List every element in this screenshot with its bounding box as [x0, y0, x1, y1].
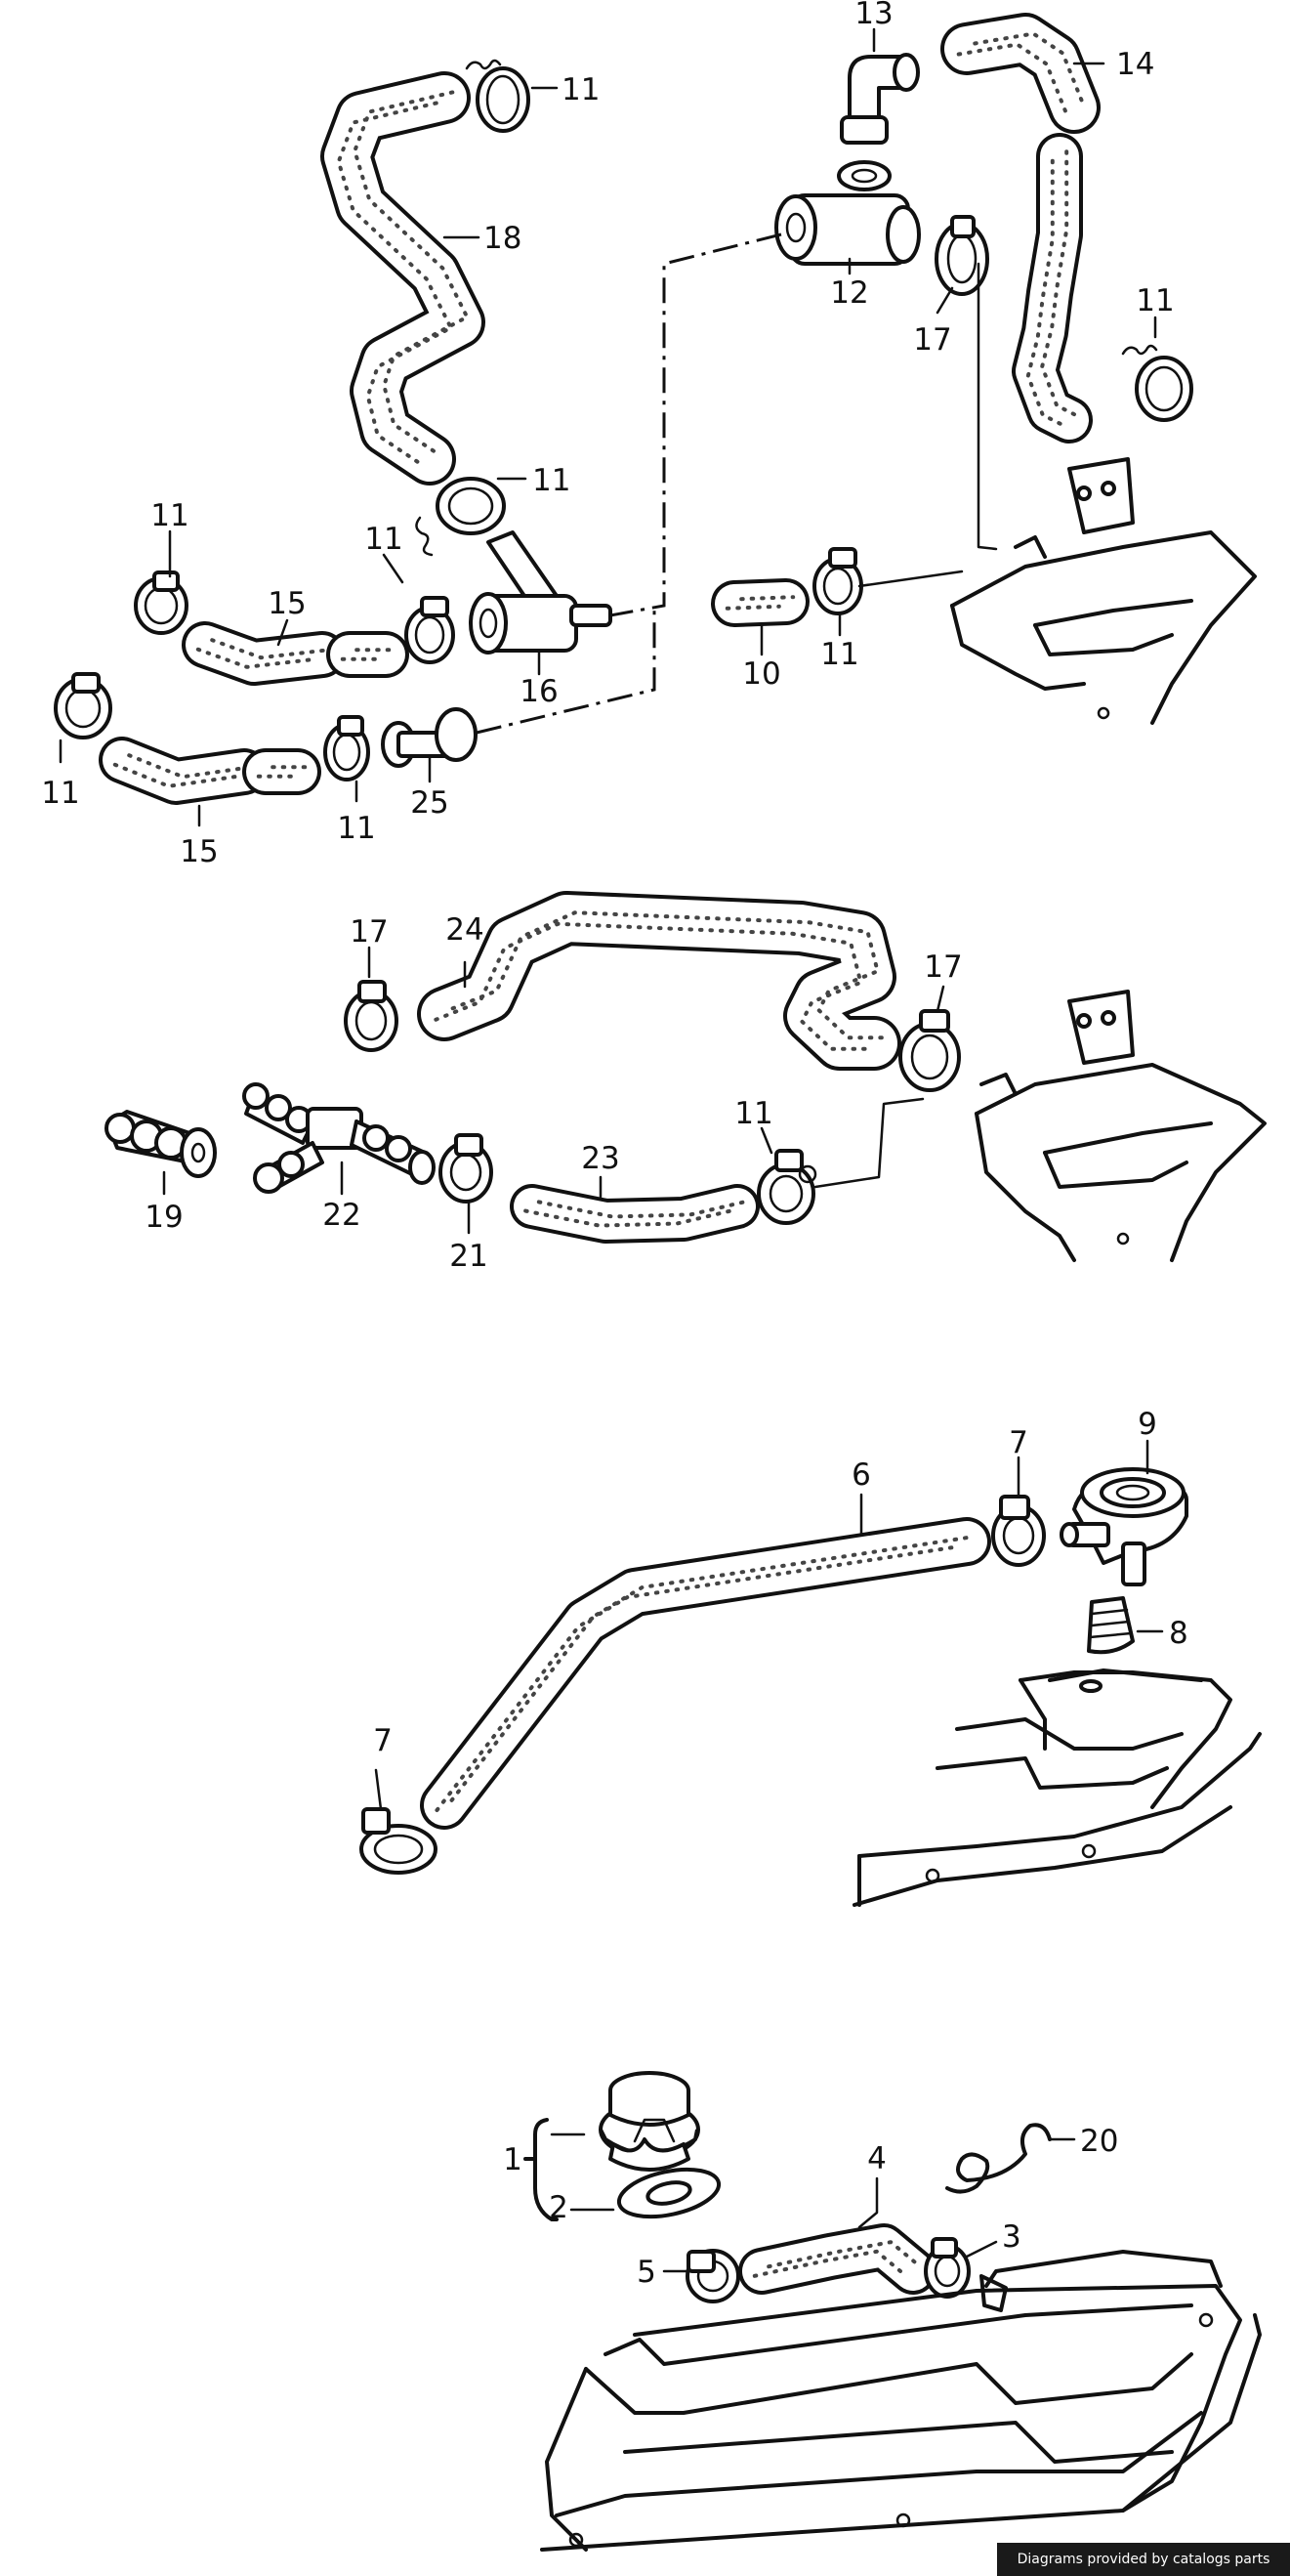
ref-line-25	[476, 606, 656, 735]
grommet-8	[1087, 1596, 1135, 1655]
callout-15: 15	[268, 586, 306, 621]
spring-clip-20	[945, 2123, 1052, 2194]
clamp-11-near-10	[812, 547, 863, 615]
section-1-hoses	[54, 13, 1257, 805]
hose-23	[510, 1184, 760, 1244]
bracket-1-2	[533, 2118, 559, 2221]
callout-21: 21	[449, 1239, 487, 1274]
valve-cover-4	[540, 2250, 1262, 2552]
clamp-11-b2	[757, 1149, 817, 1225]
callout-11: 11	[337, 811, 375, 846]
clamp-21	[438, 1133, 493, 1204]
clamp-11-top	[465, 59, 530, 133]
clamp-7-bottom	[359, 1807, 437, 1875]
leader-lines	[59, 27, 1164, 2273]
hose-18	[320, 71, 485, 486]
ref-line-10	[857, 570, 964, 588]
callout-9: 9	[1138, 1407, 1157, 1442]
clamp-11-lower	[323, 715, 370, 781]
clamp-17-b	[344, 980, 398, 1052]
callout-17: 17	[350, 914, 388, 950]
callout-11: 11	[41, 776, 79, 811]
callout-7: 7	[1009, 1425, 1028, 1460]
hose-15-upper	[182, 621, 346, 686]
valve-cover-1	[950, 457, 1257, 725]
callout-1: 1	[503, 2142, 522, 2177]
clamp-11-left-b	[54, 672, 112, 739]
tee-12	[774, 160, 921, 266]
hose-6	[420, 1517, 991, 1830]
callout-11: 11	[820, 637, 858, 672]
hose-14-upper	[940, 13, 1101, 134]
clamp-7-top	[991, 1495, 1046, 1567]
hose-15-lower	[99, 737, 268, 805]
hose-15-upper-sleeve	[326, 631, 409, 678]
elbow-13	[840, 53, 920, 145]
fitting-19	[104, 1110, 217, 1178]
section-2-hoses	[104, 891, 1267, 1262]
callout-11: 11	[562, 72, 600, 107]
clamp-17-top	[935, 215, 989, 296]
callout-25: 25	[410, 785, 448, 821]
gasket-2	[616, 2167, 722, 2219]
callout-11: 11	[364, 522, 402, 557]
tee-16	[469, 530, 612, 655]
callout-20: 20	[1080, 2124, 1118, 2159]
hose-10	[711, 578, 810, 627]
clamp-17-c	[898, 1009, 961, 1092]
callout-11: 11	[150, 498, 188, 533]
section-3	[359, 1467, 1262, 1907]
callout-12: 12	[830, 275, 868, 311]
callout-17: 17	[913, 322, 951, 358]
callout-13: 13	[854, 0, 893, 31]
callout-8: 8	[1169, 1616, 1188, 1651]
callout-7: 7	[373, 1723, 393, 1758]
callout-11: 11	[532, 463, 570, 498]
callout-labels: 13 14 11 18 12 17 11 11 11 11 15 16 10 1…	[41, 0, 1187, 2290]
callout-3: 3	[1002, 2219, 1021, 2255]
hose-15-lower-sleeve	[242, 748, 321, 795]
clamp-11-mid	[415, 477, 506, 557]
clamp-11-left-a	[134, 570, 188, 635]
callout-2: 2	[549, 2190, 568, 2225]
callout-16: 16	[520, 674, 558, 709]
callout-11: 11	[1136, 283, 1174, 318]
clamp-3	[924, 2237, 971, 2299]
callout-11: 11	[734, 1096, 772, 1131]
hose-24	[417, 891, 901, 1071]
valve-cover-3	[853, 1668, 1262, 1907]
clamp-5	[686, 2249, 740, 2303]
clamp-11-center	[404, 596, 455, 664]
ref-line-17	[977, 262, 998, 551]
callout-10: 10	[742, 656, 780, 692]
callout-4: 4	[867, 2141, 887, 2176]
valve-cover-2	[975, 990, 1267, 1262]
ref-line-11-b2	[813, 1097, 925, 1189]
callout-19: 19	[145, 1200, 183, 1235]
hose-14-lower	[1012, 133, 1093, 443]
tee-22	[242, 1082, 436, 1194]
callout-5: 5	[637, 2255, 656, 2290]
filler-cap-1	[599, 2071, 700, 2172]
ref-line-tee12	[609, 232, 782, 617]
connector-25	[381, 707, 478, 768]
callout-24: 24	[445, 912, 483, 948]
hose-4	[738, 2223, 936, 2295]
credit-footer: Diagrams provided by catalogs parts	[997, 2543, 1290, 2576]
pcv-valve-9	[1060, 1467, 1188, 1586]
callout-14: 14	[1116, 47, 1154, 82]
clamp-11-right	[1121, 344, 1193, 422]
callout-17: 17	[924, 950, 962, 985]
callout-22: 22	[322, 1198, 360, 1233]
callout-6: 6	[852, 1457, 871, 1493]
section-4	[523, 2071, 1262, 2552]
callout-23: 23	[581, 1141, 619, 1176]
callout-18: 18	[483, 221, 521, 256]
callout-15: 15	[180, 834, 218, 869]
